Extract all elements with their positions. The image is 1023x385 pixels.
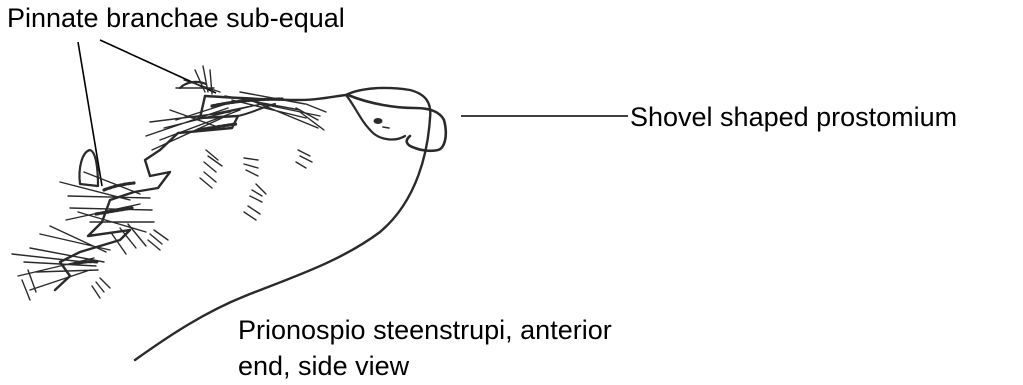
prostomium-label: Shovel shaped prostomium [630, 101, 957, 133]
caption-line-2: end, side view [238, 348, 612, 384]
caption-line-1: Prionospio steenstrupi, anterior [238, 312, 612, 348]
branchae-label: Pinnate branchae sub-equal [7, 2, 345, 34]
caption: Prionospio steenstrupi, anterior end, si… [238, 312, 612, 384]
eye-spot [374, 118, 383, 124]
leader-lines [78, 40, 628, 186]
prostomium [348, 95, 446, 151]
chaetae [12, 66, 326, 300]
